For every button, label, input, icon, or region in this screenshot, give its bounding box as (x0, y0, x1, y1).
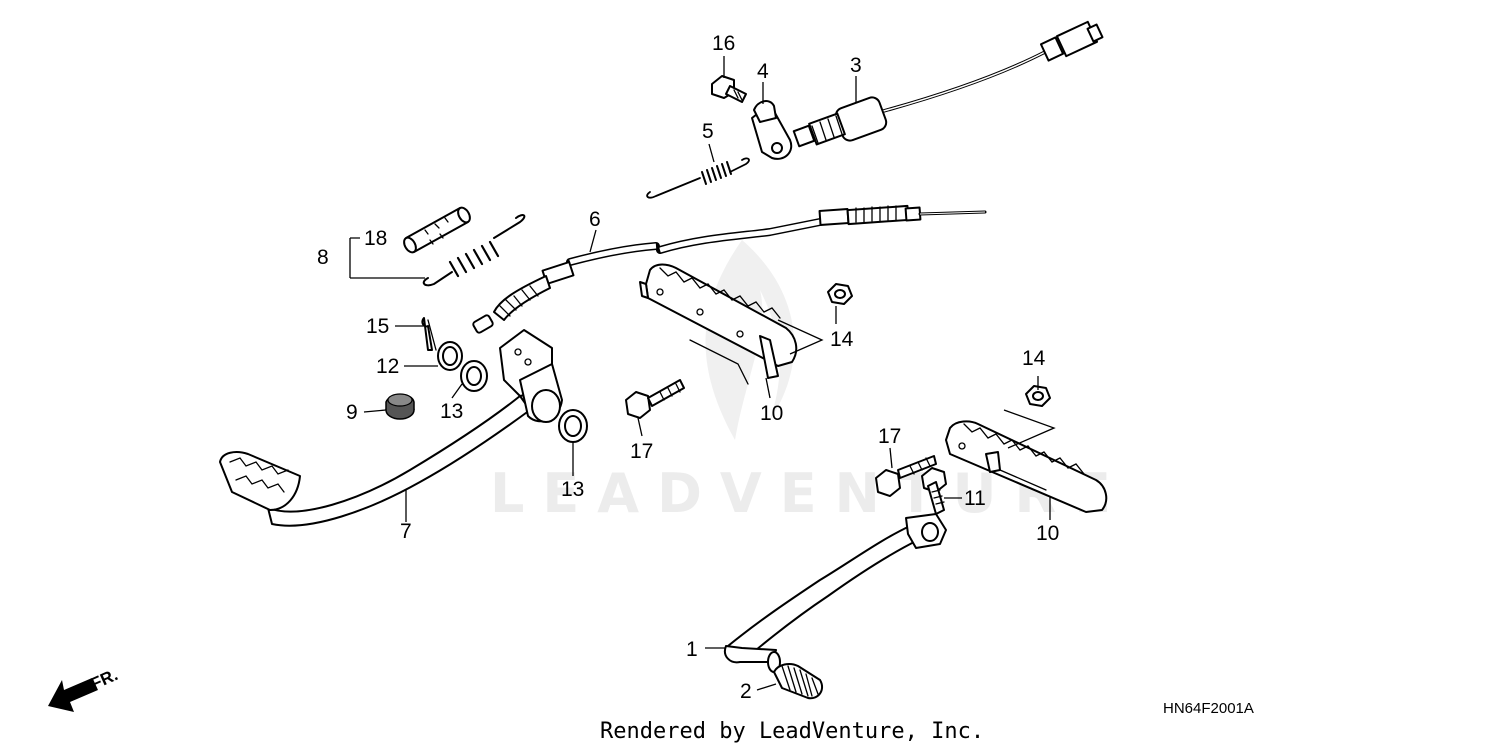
callout-10-lower: 10 (1036, 522, 1059, 545)
callout-13-upper: 13 (440, 400, 463, 423)
part-4-stay[interactable] (751, 100, 793, 160)
part-16-bolt[interactable] (711, 75, 747, 103)
part-17-bolt-lower[interactable] (875, 455, 937, 497)
part-10-footpeg-upper[interactable] (639, 263, 798, 385)
callout-12: 12 (376, 355, 399, 378)
part-17-bolt-upper[interactable] (625, 379, 685, 419)
callout-3: 3 (850, 54, 862, 77)
leader-lines (349, 56, 1056, 691)
part-15-cotter-pin[interactable] (421, 317, 437, 351)
callout-17-lower: 17 (878, 425, 901, 448)
part-14-nut-upper[interactable] (827, 283, 853, 305)
part-18-pipe[interactable] (402, 206, 473, 255)
front-label: FR. (88, 665, 121, 693)
callout-6: 6 (589, 208, 601, 231)
callout-2: 2 (740, 680, 752, 703)
part-14-nut-lower[interactable] (1025, 385, 1051, 407)
callout-13-lower: 13 (561, 478, 584, 501)
part-3-brake-switch[interactable] (792, 20, 1104, 148)
part-5-spring[interactable] (646, 157, 750, 199)
part-12-washer[interactable] (437, 341, 463, 371)
footer-credit: Rendered by LeadVenture, Inc. (600, 719, 984, 744)
callout-5: 5 (702, 120, 714, 143)
callout-17-upper: 17 (630, 440, 653, 463)
callout-18: 18 (364, 227, 387, 250)
part-13-seal-upper[interactable] (460, 360, 488, 392)
callout-10-upper: 10 (760, 402, 783, 425)
callout-4: 4 (757, 60, 769, 83)
part-6-brake-cable[interactable] (472, 204, 987, 334)
callout-9: 9 (346, 401, 358, 424)
part-8-return-spring[interactable] (422, 214, 526, 287)
callout-7: 7 (400, 520, 412, 543)
part-7-brake-pedal[interactable] (219, 329, 563, 527)
callout-1: 1 (686, 638, 698, 661)
callout-15: 15 (366, 315, 389, 338)
callout-11: 11 (964, 487, 986, 510)
callout-labels: 16 4 3 5 6 18 8 15 12 13 9 7 13 17 10 14… (317, 32, 1059, 703)
diagram-code: HN64F2001A (1163, 700, 1254, 717)
part-10-footpeg-lower[interactable] (945, 420, 1108, 513)
front-arrow-icon (48, 678, 98, 712)
callout-14-lower: 14 (1022, 347, 1046, 370)
callout-8: 8 (317, 246, 329, 269)
callout-16: 16 (712, 32, 735, 55)
front-direction-indicator: FR. (48, 665, 121, 712)
part-9-cap[interactable] (385, 393, 415, 420)
watermark: LEADVENTURE (490, 240, 1111, 525)
callout-14-upper: 14 (830, 328, 854, 351)
part-1-shift-pedal[interactable] (724, 513, 947, 673)
part-13-seal-lower[interactable] (558, 409, 588, 443)
part-2-shift-rubber[interactable] (773, 663, 824, 700)
part-11-bolt[interactable] (921, 467, 947, 515)
